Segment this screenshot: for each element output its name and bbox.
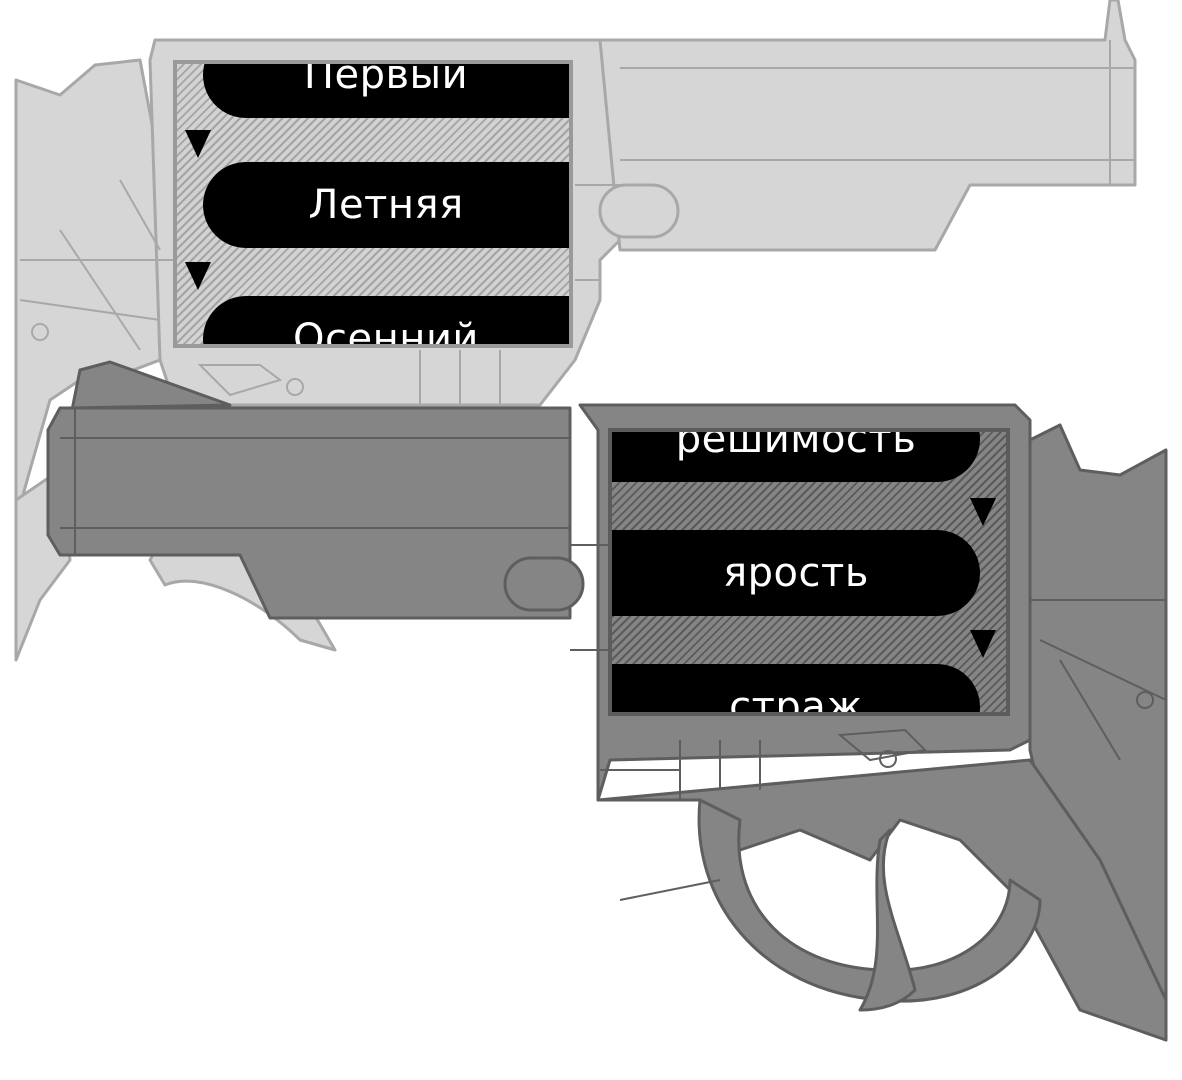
reel-top[interactable]: Первый Летняя Осенний xyxy=(173,60,573,348)
reel-bottom-slot-1[interactable]: решимость xyxy=(612,432,980,482)
reel-top-slot-1[interactable]: Первый xyxy=(203,64,569,118)
reel-bottom-slot-3[interactable]: страж xyxy=(612,664,980,712)
triangle-down-icon xyxy=(185,262,211,290)
reel-bottom[interactable]: решимость ярость страж xyxy=(608,428,1010,716)
reel-bottom-slot-2[interactable]: ярость xyxy=(612,530,980,616)
triangle-down-icon xyxy=(185,130,211,158)
triangle-down-icon xyxy=(970,630,996,658)
reel-top-slot-3[interactable]: Осенний xyxy=(203,296,569,344)
reel-top-slot-2[interactable]: Летняя xyxy=(203,162,569,248)
triangle-down-icon xyxy=(970,498,996,526)
